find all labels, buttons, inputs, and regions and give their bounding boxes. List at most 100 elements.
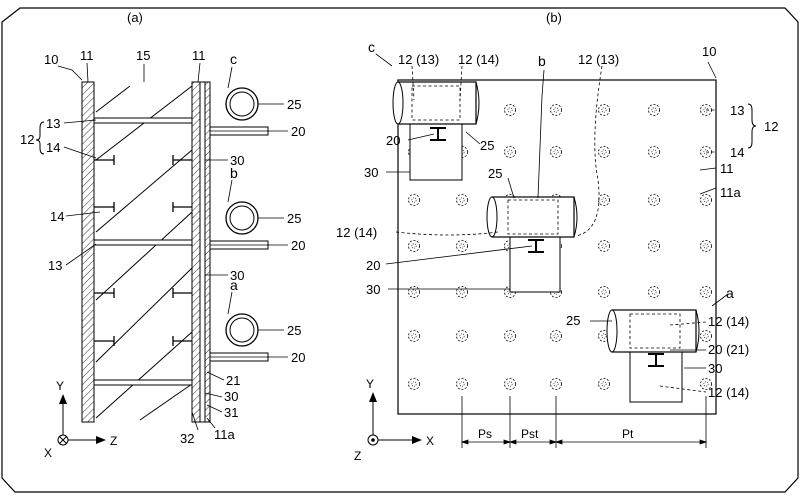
ref-11-right: 11 [192,48,206,63]
pipe-25-b-b [491,196,575,238]
ref-32-a: 32 [180,431,194,446]
anchor-circle [550,330,562,342]
axis-y-b: Y [366,377,374,391]
ref-14-b: 14 [730,145,744,160]
ref-20-c-b: 20 [386,133,400,148]
ref-25-b-a: 25 [287,211,301,226]
ref-30-b-b: 30 [366,282,380,297]
pitch-pt: Pt [622,427,634,441]
ref-13-top: 13 [46,116,60,131]
ref-12-13-right: 12 (13) [578,52,619,67]
anchor-circle [408,330,420,342]
pitch-dimensions [460,396,708,448]
ref-20-a-a: 20 [291,350,305,365]
anchor-circle [598,146,610,158]
ref-15: 15 [136,48,150,63]
ref-25-c-b: 25 [480,138,494,153]
pipe-25-a [225,313,259,347]
pipe-assembly-a [209,313,269,362]
anchor-circle [456,194,468,206]
anchor-circle [700,286,712,298]
ref-14-top: 14 [46,140,60,155]
leaders-b [375,53,729,369]
pipe-assembly-c [209,87,269,136]
anchor-core [601,107,607,113]
ref-10-a: 10 [44,52,58,67]
anchor-circle [700,330,712,342]
anchor-circle [700,378,712,390]
ref-25-c-a: 25 [287,97,301,112]
anchor-core [507,149,513,155]
anchor-core [507,333,513,339]
anchor-circle [550,104,562,116]
anchor-core [459,333,465,339]
ref-12-14-left: 12 (14) [336,225,377,240]
panel-b-caption: (b) [546,10,562,25]
ref-13-mid: 13 [48,258,62,273]
dashed-leaders-b [395,65,716,393]
anchor-circle [648,146,660,158]
ref-20-21-b: 20 (21) [708,342,749,357]
anchor-core [411,197,417,203]
anchor-core [459,289,465,295]
brace-12-a [35,121,45,155]
ref-a-b: a [726,285,734,301]
pipe-25-c [225,87,259,121]
anchor-circle [408,378,420,390]
panel-31-strip [204,81,211,423]
ref-25-a-a: 25 [287,323,301,338]
axes-a [57,394,106,446]
anchor-circle [456,286,468,298]
axes-b [367,392,422,446]
body-15-hatch [95,85,193,421]
anchor-core [703,243,709,249]
panel-assembly-b [486,196,578,293]
anchor-core [651,289,657,295]
anchor-core [601,333,607,339]
anchor-circle [550,146,562,158]
ref-11-b: 11 [720,161,734,176]
anchor-core [651,107,657,113]
leaders-a [57,62,288,431]
anchor-circle [648,240,660,252]
anchor-core [601,289,607,295]
ref-12-a: 12 [20,132,34,147]
ref-11a-b: 11a [720,185,741,200]
anchor-core [601,381,607,387]
anchor-circle [550,378,562,390]
brace-12-b [747,103,757,149]
ref-20-c-a: 20 [291,124,305,139]
anchor-circle [408,286,420,298]
panel-assembly-c [392,81,480,181]
pitch-pst: Pst [521,427,539,441]
ref-b-a: b [230,165,238,181]
ref-30-c-b: 30 [364,165,378,180]
axis-z-b: Z [354,449,361,463]
wall-11-left [81,81,95,423]
anchor-core [459,197,465,203]
anchor-core [703,381,709,387]
anchor-circle [504,104,516,116]
anchor-core [553,381,559,387]
bracket-20-b-b [528,239,544,253]
anchor-circle [456,330,468,342]
panel-30-c [409,121,463,181]
pipe-25-c-b [397,81,477,125]
anchor-circle [598,286,610,298]
panel-assembly-a [606,309,700,403]
anchor-core [411,381,417,387]
anchor-circle [598,104,610,116]
anchor-circle [504,378,516,390]
axis-x-a: X [44,446,52,460]
panel-30-strip [199,81,206,423]
pipe-25-b [225,201,259,235]
anchor-circle [504,146,516,158]
anchor-core [411,243,417,249]
ref-25-a-b: 25 [566,313,580,328]
ref-b-b: b [538,53,546,69]
bracket-20-c-b [430,127,446,141]
anchor-core [703,333,709,339]
ref-30-mid-a: 30 [230,268,244,283]
ref-c-a: c [230,51,237,67]
anchor-core [651,197,657,203]
